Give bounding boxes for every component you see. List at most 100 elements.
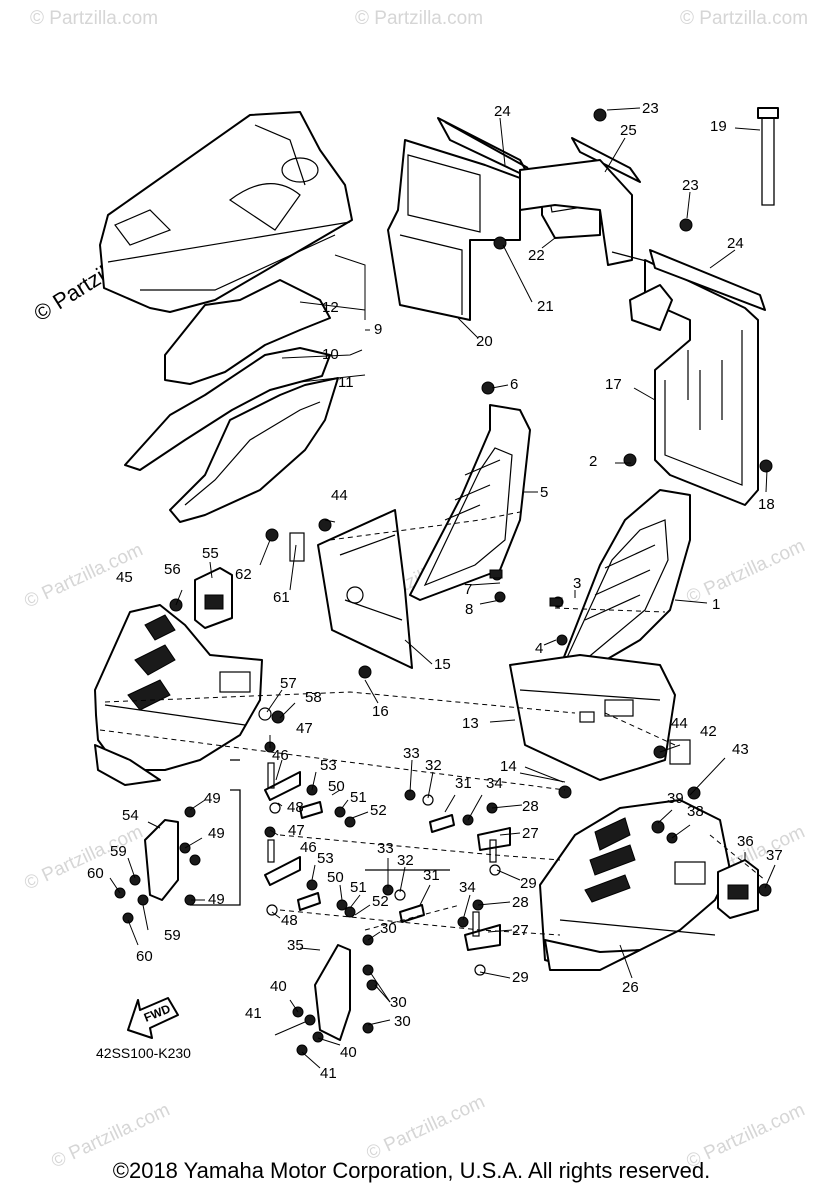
callout-32: 32 — [397, 852, 414, 869]
callout-45: 45 — [116, 569, 133, 586]
part-small-brackets — [144, 819, 351, 1041]
callout-6: 6 — [510, 376, 518, 393]
callout-53: 53 — [320, 757, 337, 774]
fasteners — [114, 108, 773, 1056]
part-right-panel — [629, 249, 766, 506]
callout-48: 48 — [281, 912, 298, 929]
callout-62: 62 — [235, 566, 252, 583]
callout-15: 15 — [434, 656, 451, 673]
callout-51: 51 — [350, 789, 367, 806]
callout-47: 47 — [288, 822, 305, 839]
callout-29: 29 — [512, 969, 529, 986]
callout-52: 52 — [372, 893, 389, 910]
callout-23: 23 — [642, 100, 659, 117]
callout-56: 56 — [164, 561, 181, 578]
callout-46: 46 — [300, 839, 317, 856]
callout-39: 39 — [667, 790, 684, 807]
callout-49: 49 — [208, 891, 225, 908]
callout-30: 30 — [394, 1013, 411, 1030]
watermark: © Partzilla.com — [355, 8, 483, 29]
callout-34: 34 — [486, 775, 503, 792]
callout-12: 12 — [322, 299, 339, 316]
callout-13: 13 — [462, 715, 479, 732]
callout-52: 52 — [370, 802, 387, 819]
callout-17: 17 — [605, 376, 622, 393]
callout-18: 18 — [758, 496, 775, 513]
callout-49: 49 — [204, 790, 221, 807]
diagram-code: 42SS100-K230 — [96, 1045, 191, 1061]
callout-8: 8 — [465, 601, 473, 618]
callout-4: 4 — [535, 640, 543, 657]
callout-28: 28 — [522, 798, 539, 815]
part-cable-tie — [757, 107, 779, 206]
callout-50: 50 — [328, 778, 345, 795]
callout-5: 5 — [540, 484, 548, 501]
callout-43: 43 — [732, 741, 749, 758]
callout-53: 53 — [317, 850, 334, 867]
callout-59: 59 — [110, 843, 127, 860]
callout-28: 28 — [512, 894, 529, 911]
callout-24: 24 — [727, 235, 744, 252]
callout-38: 38 — [687, 803, 704, 820]
callout-58: 58 — [305, 689, 322, 706]
callout-36: 36 — [737, 833, 754, 850]
callout-59: 59 — [164, 927, 181, 944]
callout-50: 50 — [327, 869, 344, 886]
part-13-plate — [509, 654, 676, 781]
callout-40: 40 — [270, 978, 287, 995]
part-cover-assembly — [99, 111, 353, 523]
callout-47: 47 — [296, 720, 313, 737]
callout-20: 20 — [476, 333, 493, 350]
callout-54: 54 — [122, 807, 139, 824]
callout-22: 22 — [528, 247, 545, 264]
watermark: © Partzilla.com — [21, 821, 146, 894]
part-26-side-panel — [539, 799, 731, 971]
part-5-panel — [409, 404, 531, 601]
callout-33: 33 — [377, 840, 394, 857]
watermark: © Partzilla.com — [683, 535, 808, 608]
part-top-center — [387, 117, 651, 321]
alignment-lines — [99, 511, 766, 936]
callout-30: 30 — [380, 920, 397, 937]
callout-35: 35 — [287, 937, 304, 954]
callout-27: 27 — [522, 825, 539, 842]
callout-14: 14 — [500, 758, 517, 775]
callout-labels: 1 2 3 4 5 6 7 8 9 10 11 12 13 14 15 16 1… — [87, 100, 783, 1082]
callout-19: 19 — [710, 118, 727, 135]
callout-51: 51 — [350, 879, 367, 896]
callout-44: 44 — [331, 487, 348, 504]
callout-48: 48 — [287, 799, 304, 816]
callout-44: 44 — [671, 715, 688, 732]
callout-24: 24 — [494, 103, 511, 120]
callout-31: 31 — [455, 775, 472, 792]
callout-40: 40 — [340, 1044, 357, 1061]
watermark: © Partzilla.com — [680, 8, 808, 29]
callout-37: 37 — [766, 847, 783, 864]
callout-49: 49 — [208, 825, 225, 842]
callout-9: 9 — [374, 321, 382, 338]
watermark: © Partzilla.com — [363, 1091, 488, 1164]
callout-41: 41 — [245, 1005, 262, 1022]
callout-31: 31 — [423, 867, 440, 884]
callout-57: 57 — [280, 675, 297, 692]
callout-10: 10 — [322, 346, 339, 363]
callout-60: 60 — [87, 865, 104, 882]
callout-32: 32 — [425, 757, 442, 774]
callout-26: 26 — [622, 979, 639, 996]
callout-23: 23 — [682, 177, 699, 194]
callout-46: 46 — [272, 747, 289, 764]
callout-7: 7 — [464, 581, 472, 598]
copyright-notice: ©2018 Yamaha Motor Corporation, U.S.A. A… — [112, 1158, 711, 1183]
fwd-arrow: FWD — [127, 997, 179, 1039]
callout-30: 30 — [390, 994, 407, 1011]
part-45-side-panel — [94, 604, 263, 786]
callout-61: 61 — [273, 589, 290, 606]
callout-42: 42 — [700, 723, 717, 740]
leader-lines — [109, 107, 776, 1069]
callout-33: 33 — [403, 745, 420, 762]
callout-29: 29 — [520, 875, 537, 892]
callout-3: 3 — [573, 575, 581, 592]
callout-27: 27 — [512, 922, 529, 939]
part-hinges — [264, 771, 511, 951]
